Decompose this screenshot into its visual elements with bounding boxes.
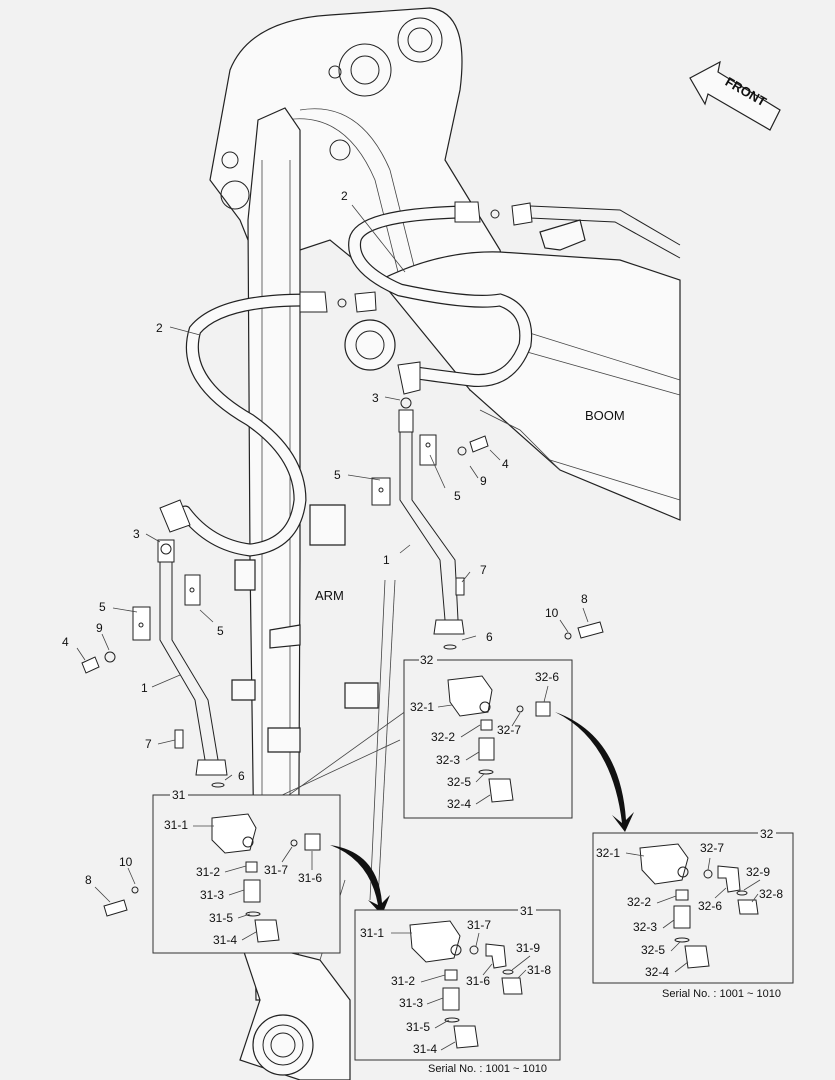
detail-32-label-8: 32-8 — [759, 887, 783, 901]
callout-item-4-left: 4 — [62, 635, 69, 649]
callout-item-9-left: 9 — [96, 621, 103, 635]
label-32-2: 32-2 — [431, 730, 455, 744]
clamp-5-left — [132, 574, 201, 641]
callout-item-5-l-a: 5 — [99, 600, 106, 614]
detail-31-label-9: 31-9 — [516, 941, 540, 955]
detail-callout-arrows — [330, 712, 634, 915]
callout-hose-2-upper: 2 — [341, 189, 348, 203]
detail-31-label-4: 31-4 — [413, 1042, 437, 1056]
callout-hose-2-left: 2 — [156, 321, 163, 335]
detail-31-label-7: 31-7 — [467, 918, 491, 932]
callout-item-3-left: 3 — [133, 527, 140, 541]
label-31-3: 31-3 — [200, 888, 224, 902]
front-arrow-icon: FRONT — [689, 60, 781, 131]
detail-31-title: 31 — [520, 904, 534, 918]
label-31-1: 31-1 — [164, 818, 188, 832]
detail-32-serial: Serial No. : 1001 ~ 1010 — [662, 988, 781, 1000]
detail-31-serial: Serial No. : 1001 ~ 1010 — [428, 1063, 547, 1075]
label-31-2: 31-2 — [196, 865, 220, 879]
callout-pipe-1-right: 1 — [383, 553, 390, 567]
group-32-box: 32 32-1 32-2 32-3 32-5 32-4 32-7 32-6 — [403, 653, 573, 819]
label-32-6: 32-6 — [535, 670, 559, 684]
detail-32-label-6: 32-6 — [698, 899, 722, 913]
callout-numbers: 2 2 3 3 4 4 5 5 5 5 9 9 1 1 7 7 6 6 8 8 … — [62, 189, 588, 887]
detail-31-label-3: 31-3 — [399, 996, 423, 1010]
detail-32-box: 32 32-1 32-7 32-9 32-6 32-8 32-2 32-3 32… — [592, 827, 794, 1000]
callout-item-6-left: 6 — [238, 769, 245, 783]
hose-2 — [159, 201, 533, 557]
callout-item-10-right: 10 — [545, 606, 559, 620]
callout-item-6-right: 6 — [486, 630, 493, 644]
boom-label: BOOM — [585, 408, 625, 423]
detail-32-label-7: 32-7 — [700, 841, 724, 855]
label-32-7: 32-7 — [497, 723, 521, 737]
detail-31-label-2: 31-2 — [391, 974, 415, 988]
callout-item-8-right: 8 — [581, 592, 588, 606]
detail-31-label-5: 31-5 — [406, 1020, 430, 1034]
detail-32-label-9: 32-9 — [746, 865, 770, 879]
label-32-4: 32-4 — [447, 797, 471, 811]
detail-32-label-4: 32-4 — [645, 965, 669, 979]
bolts-washers — [81, 397, 604, 917]
group-31-title: 31 — [172, 788, 186, 802]
detail-32-label-3: 32-3 — [633, 920, 657, 934]
detail-32-label-5: 32-5 — [641, 943, 665, 957]
callout-item-9-right: 9 — [480, 474, 487, 488]
detail-31-box: 31 31-1 31-7 31-9 31-6 31-8 31-2 31-3 31… — [354, 904, 561, 1075]
label-32-3: 32-3 — [436, 753, 460, 767]
label-31-6: 31-6 — [298, 871, 322, 885]
callout-item-4-right: 4 — [502, 457, 509, 471]
callout-item-8-left: 8 — [85, 873, 92, 887]
detail-32-title: 32 — [760, 827, 774, 841]
label-32-1: 32-1 — [410, 700, 434, 714]
arm-label: ARM — [315, 588, 344, 603]
callout-pipe-1-left: 1 — [141, 681, 148, 695]
callout-item-5-r-b: 5 — [454, 489, 461, 503]
callout-item-5-r-a: 5 — [334, 468, 341, 482]
label-31-5: 31-5 — [209, 911, 233, 925]
label-31-7: 31-7 — [264, 863, 288, 877]
pipe-1 — [157, 409, 465, 776]
callout-item-7-left: 7 — [145, 737, 152, 751]
label-32-5: 32-5 — [447, 775, 471, 789]
group-32-title: 32 — [420, 653, 434, 667]
group-31-box: 31 31-1 31-2 31-3 31-5 31-4 31-7 31-6 — [152, 788, 341, 954]
detail-31-label-8: 31-8 — [527, 963, 551, 977]
callout-item-10-left: 10 — [119, 855, 133, 869]
detail-32-label-2: 32-2 — [627, 895, 651, 909]
callout-item-3-right: 3 — [372, 391, 379, 405]
callout-item-5-l-b: 5 — [217, 624, 224, 638]
clamp-5-right — [371, 434, 437, 506]
label-31-4: 31-4 — [213, 933, 237, 947]
detail-31-label-1: 31-1 — [360, 926, 384, 940]
callout-item-7-right: 7 — [480, 563, 487, 577]
detail-31-label-6: 31-6 — [466, 974, 490, 988]
detail-32-label-1: 32-1 — [596, 846, 620, 860]
